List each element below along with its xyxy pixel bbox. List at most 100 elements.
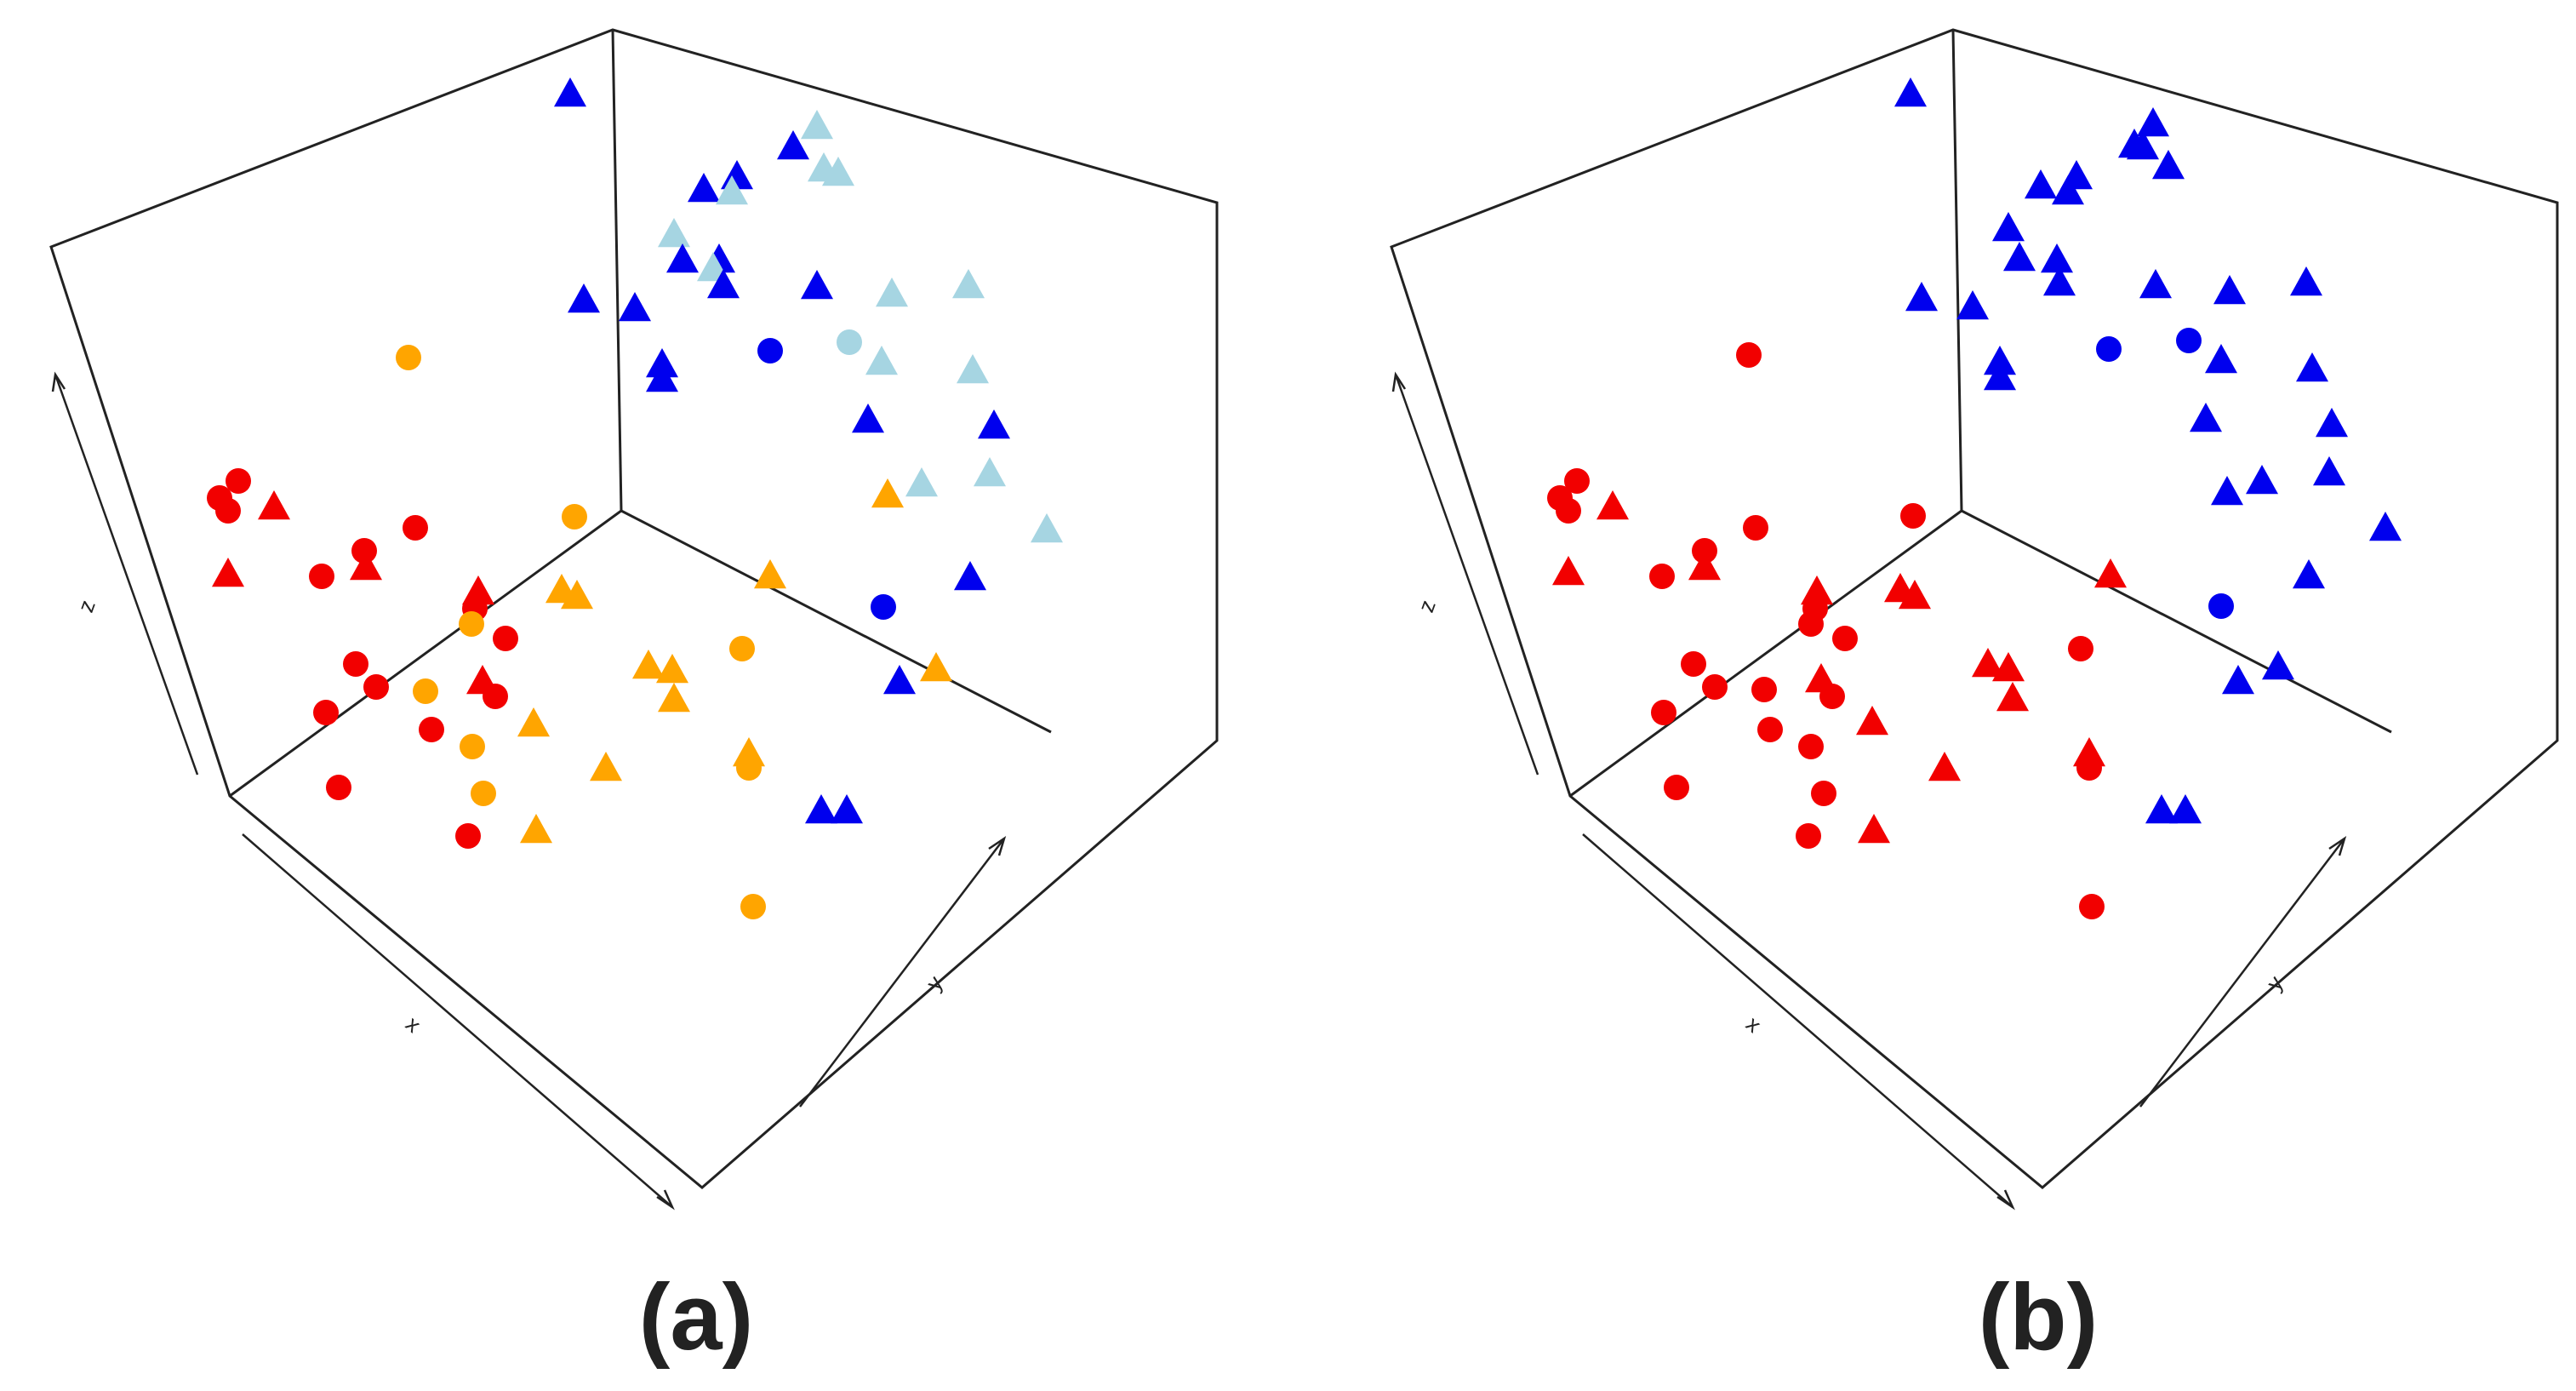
panel-a-point-blue-triangle xyxy=(978,409,1010,439)
panel-a-point-blue-circle xyxy=(757,338,783,363)
panel-a-point-blue-triangle xyxy=(707,269,740,299)
panel-b: z x y (b) xyxy=(1390,28,2559,1370)
panel-b-frame xyxy=(1390,28,2559,1189)
panel-b-axis-arrows xyxy=(1391,371,2347,1211)
panel-b-point-blue-triangle xyxy=(2152,150,2185,180)
panel-b-point-blue-triangle xyxy=(2211,476,2243,506)
panel-b-point-blue-circle xyxy=(2208,593,2234,619)
panel-b-point-blue-triangle xyxy=(2293,559,2325,589)
panel-a-point-red-circle xyxy=(493,626,518,651)
panel-b-point-red-circle xyxy=(1664,775,1689,800)
panel-b-point-blue-triangle xyxy=(2003,242,2036,272)
panel-b-point-blue-triangle xyxy=(1984,361,2016,391)
panel-a-point-orange-circle xyxy=(459,611,484,637)
panel-a-point-lightblue-triangle xyxy=(957,354,989,384)
panel-b-point-red-triangle xyxy=(1856,706,1888,736)
panel-a-point-orange-circle xyxy=(471,781,496,806)
panel-a-point-blue-triangle xyxy=(619,292,651,322)
panel-b-point-red-triangle xyxy=(1688,551,1721,581)
panel-b-point-blue-triangle xyxy=(2296,352,2328,382)
panel-a-point-red-triangle xyxy=(350,551,382,581)
panel-a-point-red-circle xyxy=(343,651,368,677)
panel-b-point-red-circle xyxy=(1832,626,1858,651)
panel-a-point-red-circle xyxy=(483,684,508,709)
panel-a-point-red-circle xyxy=(351,538,377,564)
panel-b-point-red-circle xyxy=(2068,636,2093,661)
panel-b-point-red-triangle xyxy=(1992,652,2025,682)
panel-a-point-orange-triangle xyxy=(520,814,552,844)
panel-b-point-blue-circle xyxy=(2176,328,2202,353)
panel-b-point-blue-circle xyxy=(2096,336,2122,362)
panel-b-point-blue-triangle xyxy=(2139,269,2172,299)
panel-b-point-red-circle xyxy=(1757,717,1783,742)
panel-b-point-blue-triangle xyxy=(2137,107,2169,137)
panel-a-point-lightblue-triangle xyxy=(822,157,854,186)
panel-b-point-blue-triangle xyxy=(2290,266,2322,296)
panel-b-point-red-triangle xyxy=(2094,558,2127,588)
panel-a-point-orange-triangle xyxy=(517,707,550,737)
panel-b-point-red-circle xyxy=(1798,734,1824,759)
panel-b-point-red-circle xyxy=(1811,781,1836,806)
panel-a-point-red-circle xyxy=(419,717,444,742)
panel-a-point-blue-circle xyxy=(871,594,896,620)
panel-b-point-red-circle xyxy=(1900,503,1926,529)
panel-b-point-red-circle xyxy=(2076,755,2102,781)
panel-b-point-blue-triangle xyxy=(1956,290,1989,320)
panel-a-point-blue-triangle xyxy=(777,130,809,160)
panel-a-point-blue-triangle xyxy=(883,665,916,695)
panel-b-point-blue-triangle xyxy=(2052,175,2084,205)
panel-b-z-axis-label: z xyxy=(1413,597,1441,615)
panel-b-point-red-circle xyxy=(1702,674,1728,700)
panel-a-point-orange-circle xyxy=(740,894,766,919)
panel-a-point-blue-triangle xyxy=(568,283,600,313)
panel-b-point-red-circle xyxy=(1649,564,1675,589)
panel-a-point-lightblue-triangle xyxy=(905,467,938,497)
panel-b-point-red-triangle xyxy=(1552,556,1585,586)
panel-a-point-red-triangle xyxy=(212,558,244,587)
panel-b-point-blue-triangle xyxy=(2316,408,2348,438)
panel-b-point-red-circle xyxy=(1681,651,1706,677)
panel-b-points xyxy=(1547,77,2402,919)
panel-a-point-orange-triangle xyxy=(754,559,786,589)
panel-a-point-red-circle xyxy=(455,823,481,849)
panel-a-point-lightblue-triangle xyxy=(716,175,748,205)
panel-a-point-red-circle xyxy=(363,674,389,700)
panel-a-point-red-circle xyxy=(309,564,334,589)
panel-a-point-orange-circle xyxy=(396,345,421,370)
panel-b-point-red-triangle xyxy=(1801,575,1833,605)
panel-a-y-axis-label: y xyxy=(921,970,948,994)
panel-a-point-orange-triangle xyxy=(561,580,593,610)
panel-b-point-red-circle xyxy=(1651,700,1676,725)
panel-a-point-orange-circle xyxy=(729,636,755,661)
panel-b-point-blue-triangle xyxy=(2246,465,2278,495)
panel-a-point-orange-triangle xyxy=(871,478,904,508)
panel-a-point-red-triangle xyxy=(258,490,290,520)
panel-a-point-red-circle xyxy=(403,515,428,541)
panel-a-point-red-circle xyxy=(326,775,351,800)
panel-b-point-blue-triangle xyxy=(1984,346,2016,375)
panel-b-point-blue-triangle xyxy=(2127,130,2159,160)
panel-b-point-blue-triangle xyxy=(2262,650,2294,680)
panel-a-point-blue-triangle xyxy=(954,561,986,591)
panel-b-point-red-circle xyxy=(1736,342,1762,368)
panel-b-point-red-circle xyxy=(2079,894,2105,919)
panel-a-z-axis-label: z xyxy=(72,597,100,615)
panel-a-point-red-circle xyxy=(215,498,241,524)
panel-a-label: (a) xyxy=(639,1265,753,1370)
panel-a-point-orange-triangle xyxy=(590,752,622,781)
panel-a-frame xyxy=(49,28,1219,1189)
panel-b-point-red-circle xyxy=(1751,677,1777,702)
panel-a-point-red-circle xyxy=(313,700,339,725)
panel-b-point-blue-triangle xyxy=(2213,275,2246,305)
panel-b-point-red-circle xyxy=(1798,611,1824,637)
panel-a-point-blue-triangle xyxy=(831,794,863,824)
panel-b-point-red-triangle xyxy=(1596,490,1629,520)
panel-a-point-blue-triangle xyxy=(666,243,699,273)
panel-a-x-axis-label: x xyxy=(401,1010,426,1037)
panel-a-point-orange-triangle xyxy=(920,652,952,682)
panel-a-point-blue-triangle xyxy=(801,270,833,300)
panel-b-point-blue-triangle xyxy=(2169,794,2202,824)
panel-b-point-blue-triangle xyxy=(1894,77,1927,107)
panel-a-point-lightblue-triangle xyxy=(865,346,898,375)
panel-b-point-blue-triangle xyxy=(2043,266,2076,296)
